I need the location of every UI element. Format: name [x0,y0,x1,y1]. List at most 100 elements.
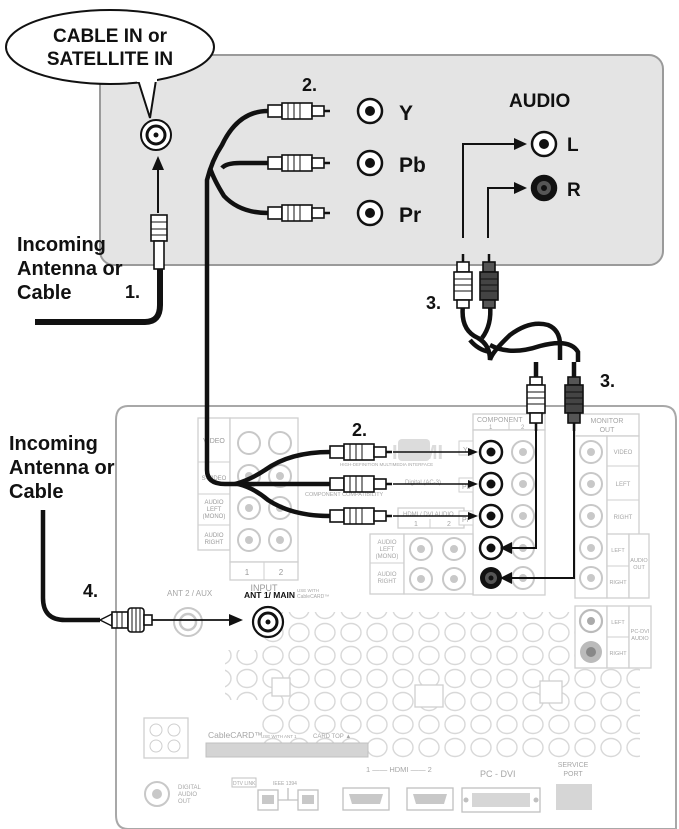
card-top-label: CARD TOP ▲ [313,734,351,740]
top-jack-pb-label: Pb [399,154,426,177]
monitor-out-2: OUT [600,427,616,434]
hdmi-logo: HDMI [392,439,443,464]
incoming-top-line2: Antenna or [17,258,123,280]
input-audio-right-2: RIGHT [205,540,224,546]
audio-arrows [462,138,527,238]
pa-left: LEFT [611,620,625,626]
cablecard-note: USE WITH ANT 1 [261,734,297,739]
input-title: INPUT [251,583,279,593]
mon-video: VIDEO [614,450,633,456]
incoming-bottom-line2: Antenna or [9,457,115,479]
aux-audio-left-1: AUDIO [377,540,396,546]
step-3-left: 3. [426,293,441,313]
svg-text:HDMI: HDMI [392,442,443,464]
input-audio-left-2: LEFT [207,507,222,513]
component-1: 1 [489,425,493,431]
component-video-cable [204,108,331,519]
incoming-top-line1: Incoming [17,234,106,256]
audio-tv-arrows [500,431,575,584]
top-jack-y-label: Y [399,102,413,125]
callout-line1: CABLE IN or [53,26,168,47]
audio-cable [460,304,581,362]
input-video-label: VIDEO [203,438,225,445]
mon-left: LEFT [616,482,631,488]
hdmi-port-2 [406,787,454,811]
pcdvi-audio-1: PC-DVI [631,629,650,635]
mon-right: RIGHT [614,515,633,521]
aux-audio-left-3: (MONO) [376,554,399,560]
input-svideo-label: S-VIDEO [202,476,227,482]
dtvlink-label: DTV LINK [233,781,256,787]
monitor-out-1: MONITOR [591,418,624,425]
aux-audio-left-2: LEFT [380,547,395,553]
top-jack-pr-label: Pr [399,204,421,227]
dtvlink-logo [231,777,257,788]
digital-audio-out-1: DIGITAL [178,785,202,791]
ao-left: LEFT [611,548,625,554]
top-audio-jacks [530,130,558,202]
ao-right: RIGHT [609,580,627,586]
arrow-to-cable-in [152,156,164,213]
top-audio-l-label: L [567,135,579,156]
service-port-2: PORT [563,771,583,778]
incoming-bottom-line1: Incoming [9,433,98,455]
cablecard-slot [143,717,369,759]
input-1-label: 1 [245,568,250,577]
service-port [556,784,592,810]
pcdvi-audio-2: AUDIO [631,636,649,642]
hdmi-ports-label: 1 —— HDMI —— 2 [366,765,432,774]
component-arrows [393,448,478,520]
aux-audio-right-2: RIGHT [378,579,397,585]
ant1-note-2: CableCARD™ [297,594,329,600]
incoming-cable-bottom [40,510,243,633]
pc-dvi-port [461,787,541,813]
tv-monitor-out-block [574,413,650,599]
ieee1394-label: IEEE 1394 [273,781,297,787]
hdmi-dvi-1: 1 [414,521,418,528]
component-plugs-top [267,102,330,222]
cablecard-label: CableCARD™ [208,730,263,740]
component-plugs-bottom [329,443,392,525]
hdmi-tagline: HIGH-DEFINITION MULTIMEDIA INTERFACE [340,462,433,467]
input-audio-left-3: (MONO) [203,514,226,520]
digital-audio-out-2: AUDIO [178,792,197,798]
digital-audio-out-jack [144,781,170,807]
tv-pcdvi-audio-block [574,605,652,669]
step-2-top: 2. [302,75,317,95]
tv-aux-audio-block [369,533,474,595]
step-1: 1. [125,282,140,302]
ant1-note-1: USE WITH [297,588,319,593]
hdmi-dvi-audio-label: HDMI / DVI AUDIO [403,512,454,518]
audio-plugs-bottom [526,362,584,431]
audio-out-2: OUT [633,565,645,571]
hdmi-dvi-2: 2 [447,521,451,528]
callout-bubble: CABLE IN or SATELLITE IN [5,9,215,119]
top-component-jacks [356,97,384,227]
component-title: COMPONENT [477,417,523,424]
hdmi-port-1 [342,787,390,811]
audio-plugs-top [453,254,499,309]
component-compat-label: COMPONENT COMPATIBILITY [305,492,384,498]
ant2-jack [173,607,203,637]
tv-jack-pr: Pr [462,517,470,524]
service-port-1: SERVICE [558,762,589,769]
step-2-bottom: 2. [352,420,367,440]
input-audio-right-1: AUDIO [204,533,223,539]
audio-out-1: AUDIO [630,558,648,564]
input-2-label: 2 [279,568,284,577]
tv-input-block [197,417,299,581]
pa-right: RIGHT [609,651,627,657]
top-audio-r-label: R [567,180,581,201]
hdmi-dvi-audio-box [397,507,465,529]
component-2: 2 [521,425,525,431]
input-audio-left-1: AUDIO [204,500,223,506]
top-audio-title: AUDIO [509,91,570,112]
tv-jack-pb: Pb [462,484,471,491]
aux-audio-right-1: AUDIO [377,572,396,578]
step-4: 4. [83,581,98,601]
step-3-right: 3. [600,371,615,391]
pc-dvi-label: PC - DVI [480,769,516,779]
digital-ac3-label: Digital (AC-3) [405,480,441,486]
incoming-cable-top [35,214,168,325]
